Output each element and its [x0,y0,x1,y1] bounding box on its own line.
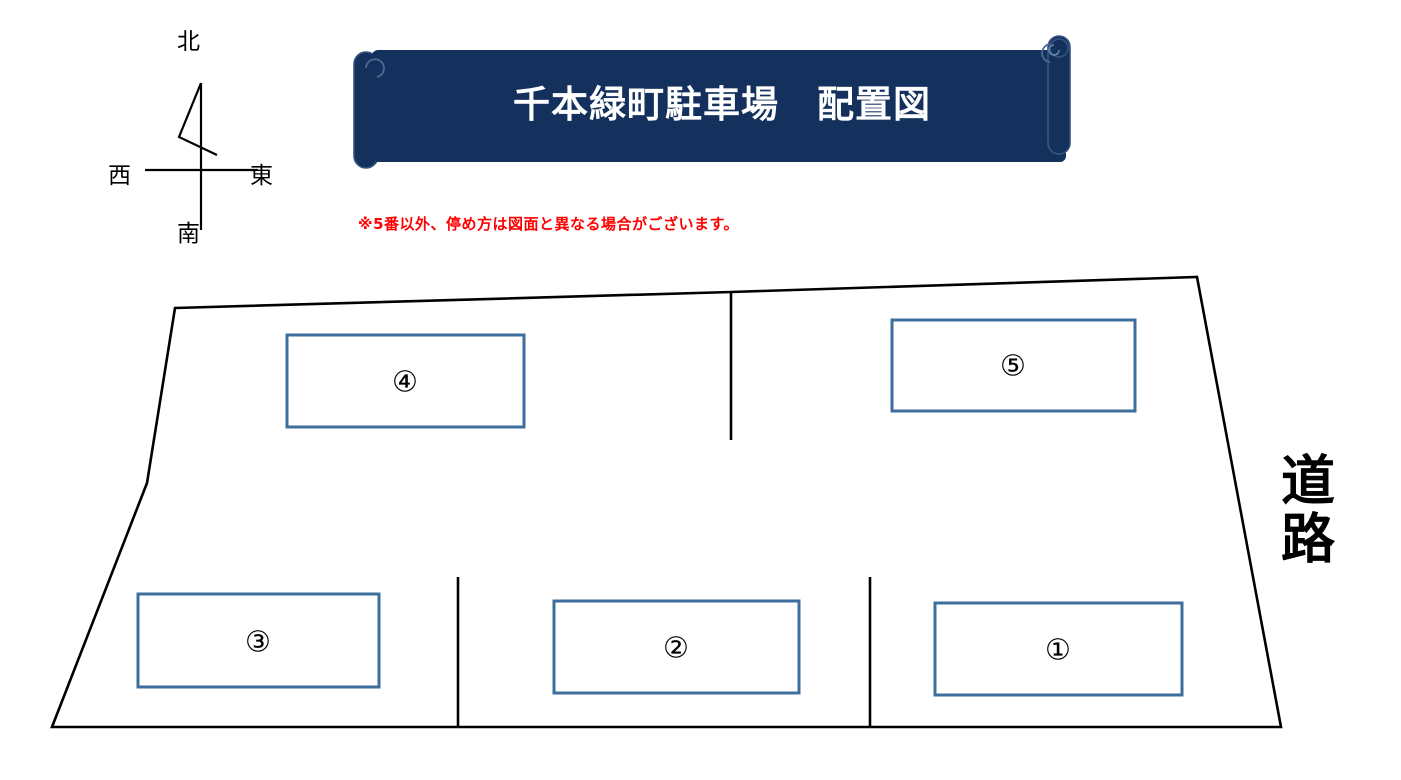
stall-rect-2[interactable] [552,599,801,695]
scroll-banner-shape [353,35,1071,169]
stall-rect-3[interactable] [136,592,381,689]
stall-rect-4[interactable] [285,333,526,429]
compass-label-south: 南 [177,221,200,247]
notice-text: ※5番以外、停め方は図面と異なる場合がございます。 [358,215,740,233]
stall-rect-1[interactable] [933,601,1184,697]
compass-label-west: 西 [108,163,131,189]
compass-label-east: 東 [250,163,273,189]
compass-label-north: 北 [177,29,200,55]
stall-rect-5[interactable] [890,318,1137,413]
compass-rose: 北 西 東 南 [100,25,315,260]
road-label: 道路 [1271,452,1335,568]
compass-needle-icon [145,82,258,230]
